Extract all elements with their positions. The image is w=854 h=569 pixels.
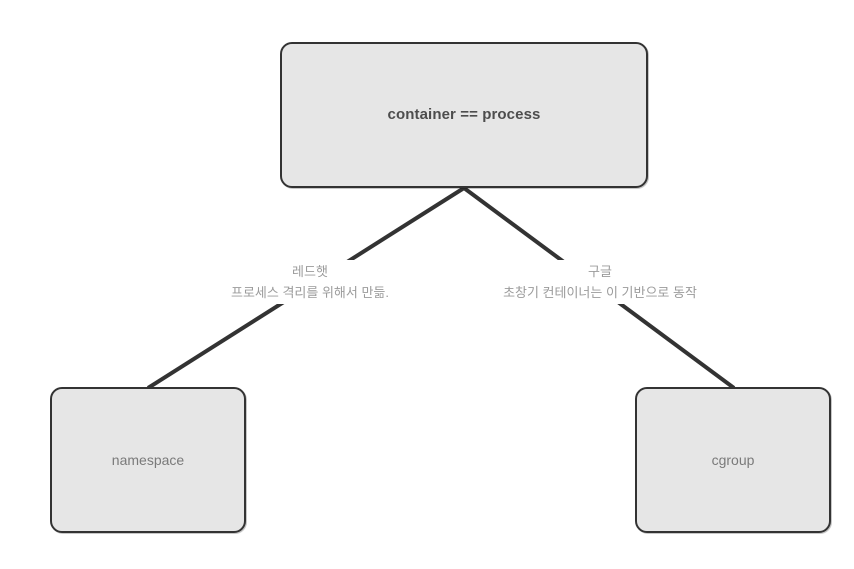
node-namespace-label: namespace	[111, 451, 185, 468]
edge-label-namespace-line2: 프로세스 격리를 위해서 만듦.	[188, 282, 432, 303]
edge-label-cgroup-line2: 초창기 컨테이너는 이 기반으로 동작	[461, 282, 739, 303]
edge-label-namespace-line1: 레드햇	[188, 261, 432, 282]
node-container-process-label: container == process	[387, 106, 541, 124]
edge-label-namespace: 레드햇 프로세스 격리를 위해서 만듦.	[182, 260, 438, 304]
node-cgroup[interactable]: cgroup	[635, 387, 831, 533]
edge-label-cgroup-line1: 구글	[461, 261, 739, 282]
node-container-process[interactable]: container == process	[280, 42, 648, 188]
edge-label-cgroup: 구글 초창기 컨테이너는 이 기반으로 동작	[455, 260, 745, 304]
node-namespace[interactable]: namespace	[50, 387, 246, 533]
node-cgroup-label: cgroup	[711, 451, 755, 468]
